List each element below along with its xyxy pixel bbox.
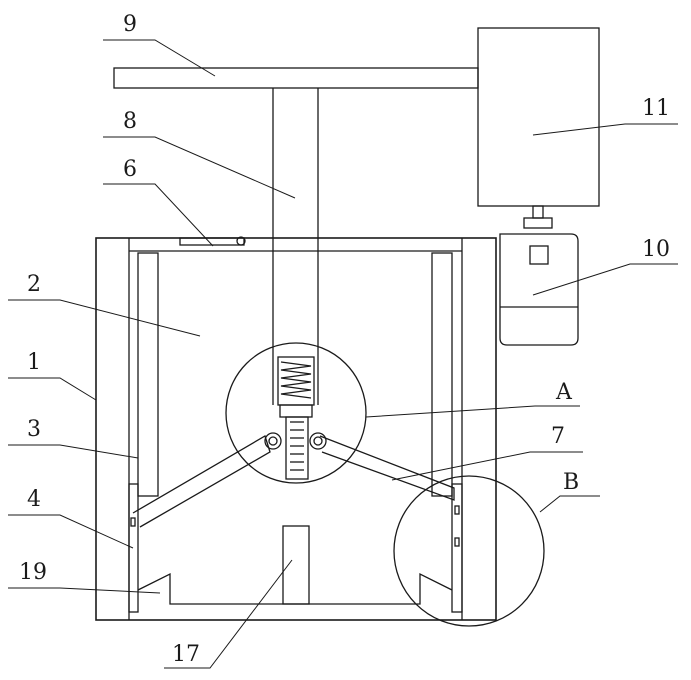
label-2: 2 [27,272,41,297]
angled-arms [133,436,454,527]
label-b: B [563,470,579,495]
label-a: A [555,380,573,405]
label-7: 7 [551,424,565,449]
motor-unit [500,234,578,345]
outer-housing [96,238,496,620]
label-4: 4 [27,487,41,512]
label-3: 3 [27,417,41,442]
hatched-lining [138,253,452,496]
label-8: 8 [123,109,137,134]
label-11: 11 [642,96,670,121]
label-9: 9 [123,12,137,37]
top-arm [114,68,478,88]
part-labels: 9 8 6 2 1 3 4 19 17 11 10 A 7 B [19,12,670,667]
motor-box [478,28,599,228]
center-post [283,526,309,604]
spring-assembly [265,357,326,479]
top-hinge-plate [180,237,245,245]
label-19: 19 [19,560,47,585]
label-17: 17 [172,642,200,667]
leader-lines [8,40,678,668]
label-6: 6 [123,157,137,182]
label-10: 10 [642,237,670,262]
label-1: 1 [27,350,41,375]
